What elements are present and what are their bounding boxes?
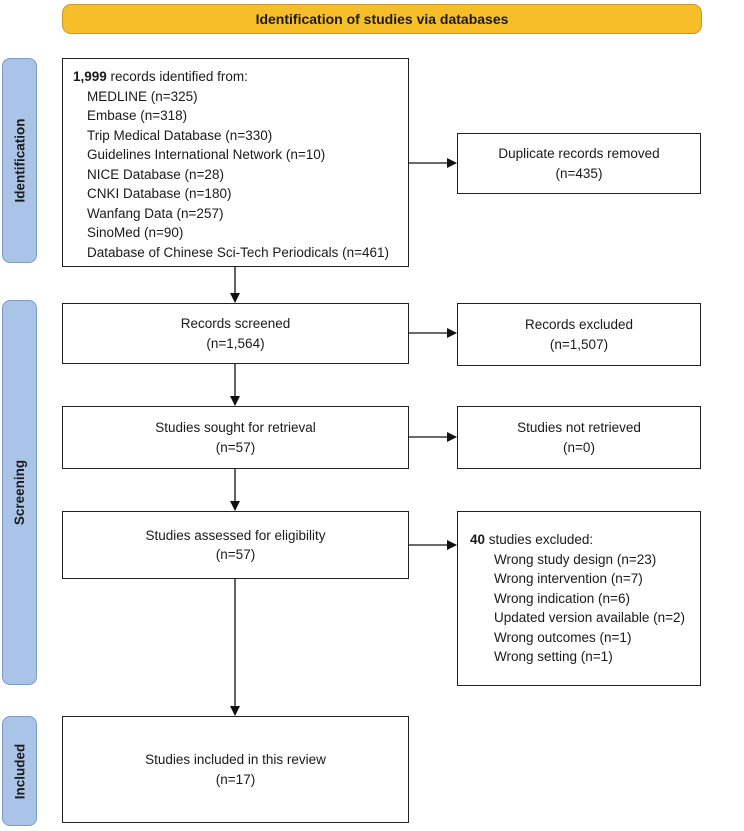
records-screened-box: Records screened (n=1,564) <box>62 303 409 364</box>
records-excluded-count: (n=1,507) <box>549 336 609 352</box>
studies-excluded-count: 40 <box>470 532 486 547</box>
studies-not-retrieved-box: Studies not retrieved (n=0) <box>457 406 701 469</box>
studies-included-label: Studies included in this review <box>145 752 326 767</box>
source-item: Database of Chinese Sci-Tech Periodicals… <box>87 244 390 260</box>
studies-included-count: (n=17) <box>215 771 256 787</box>
source-item: Wanfang Data (n=257) <box>87 205 224 221</box>
records-identified-heading: 1,999 records identified from: <box>73 67 398 87</box>
studies-sought-label: Studies sought for retrieval <box>155 420 316 435</box>
exclusion-reason: Updated version available (n=2) <box>494 610 685 625</box>
records-identified-box: 1,999 records identified from: MEDLINE (… <box>62 58 409 267</box>
phase-screening: Screening <box>2 300 37 685</box>
studies-not-retrieved-count: (n=0) <box>563 439 595 455</box>
studies-assessed-count: (n=57) <box>215 547 256 562</box>
duplicates-removed-box: Duplicate records removed (n=435) <box>457 133 701 194</box>
source-item: SinoMed (n=90) <box>87 225 184 240</box>
exclusion-reason: Wrong setting (n=1) <box>494 649 613 664</box>
phase-included: Included <box>2 716 37 826</box>
source-item: NICE Database (n=28) <box>87 166 224 182</box>
studies-assessed-box: Studies assessed for eligibility (n=57) <box>62 511 409 579</box>
records-screened-count: (n=1,564) <box>206 335 265 351</box>
duplicates-removed-label: Duplicate records removed <box>498 146 660 161</box>
source-item: MEDLINE (n=325) <box>87 88 198 104</box>
records-identified-suffix: records identified from: <box>106 69 248 84</box>
exclusion-reason-list: Wrong study design (n=23) Wrong interven… <box>470 550 690 667</box>
duplicates-removed-count: (n=435) <box>555 165 603 181</box>
studies-sought-box: Studies sought for retrieval (n=57) <box>62 406 409 469</box>
source-item: CNKI Database (n=180) <box>87 186 232 201</box>
source-list: MEDLINE (n=325) Embase (n=318) Trip Medi… <box>73 87 398 263</box>
records-excluded-label: Records excluded <box>524 317 634 332</box>
studies-excluded-heading: 40 studies excluded: <box>470 530 690 550</box>
studies-sought-count: (n=57) <box>215 439 256 455</box>
exclusion-reason: Wrong outcomes (n=1) <box>494 629 632 645</box>
source-item: Trip Medical Database (n=330) <box>87 127 273 143</box>
exclusion-reason: Wrong intervention (n=7) <box>494 571 643 586</box>
exclusion-reason: Wrong study design (n=23) <box>494 551 657 567</box>
records-screened-label: Records screened <box>180 316 291 331</box>
studies-not-retrieved-label: Studies not retrieved <box>517 420 641 435</box>
banner-title: Identification of studies via databases <box>62 4 702 34</box>
studies-included-box: Studies included in this review (n=17) <box>62 716 409 823</box>
source-item: Embase (n=318) <box>87 108 188 123</box>
exclusion-reason: Wrong indication (n=6) <box>494 590 630 606</box>
records-excluded-box: Records excluded (n=1,507) <box>457 303 701 366</box>
studies-excluded-box: 40 studies excluded: Wrong study design … <box>457 511 701 686</box>
studies-excluded-suffix: studies excluded: <box>485 532 594 547</box>
studies-assessed-label: Studies assessed for eligibility <box>145 527 326 543</box>
records-identified-count: 1,999 <box>73 69 107 84</box>
source-item: Guidelines International Network (n=10) <box>87 147 326 162</box>
phase-identification: Identification <box>2 58 37 263</box>
